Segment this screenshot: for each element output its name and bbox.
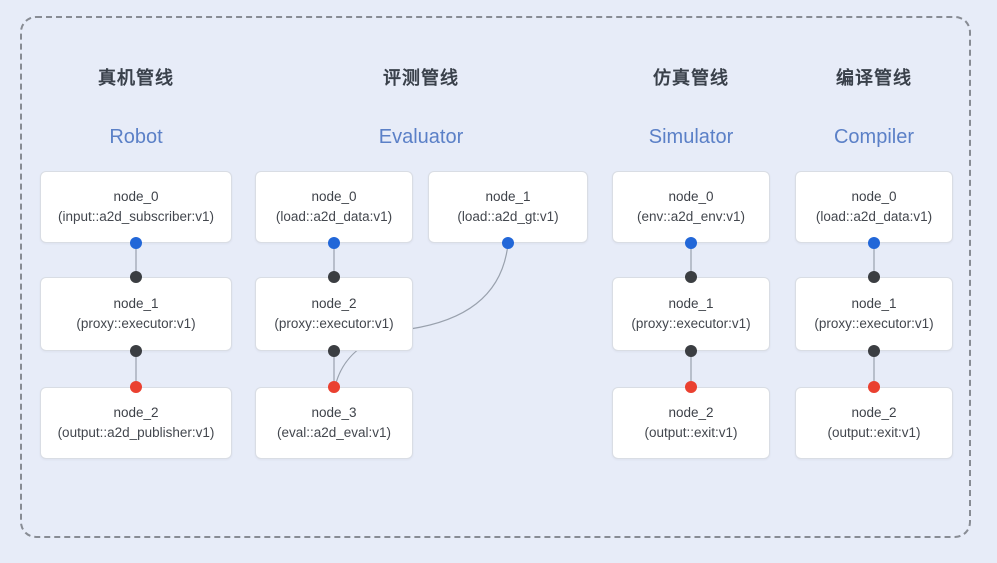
- port-dot-red: [328, 381, 340, 393]
- node-impl: (env::a2d_env:v1): [636, 209, 746, 224]
- node-impl: (output::exit:v1): [827, 425, 921, 440]
- node-name: node_0: [851, 189, 897, 204]
- diagram-dashed-frame: [20, 16, 971, 538]
- node-box-robot-node1: node_1 (proxy::executor:v1): [40, 277, 232, 351]
- node-impl: (proxy::executor:v1): [76, 316, 196, 331]
- port-dot-red: [685, 381, 697, 393]
- port-dot-black: [685, 345, 697, 357]
- pipeline-title-evaluator-en: Evaluator: [378, 126, 464, 148]
- node-box-simulator-node2: node_2 (output::exit:v1): [612, 387, 770, 459]
- node-impl: (eval::a2d_eval:v1): [276, 425, 392, 440]
- pipeline-title-robot-en: Robot: [109, 126, 163, 148]
- port-dot-blue: [502, 237, 514, 249]
- node-name: node_2: [668, 405, 714, 420]
- pipeline-title-robot-zh: 真机管线: [98, 68, 174, 88]
- port-dot-blue: [328, 237, 340, 249]
- node-box-evaluator-node0: node_0 (load::a2d_data:v1): [255, 171, 413, 243]
- node-box-evaluator-node3: node_3 (eval::a2d_eval:v1): [255, 387, 413, 459]
- port-dot-black: [328, 345, 340, 357]
- node-impl: (output::a2d_publisher:v1): [57, 425, 215, 440]
- node-impl: (proxy::executor:v1): [814, 316, 934, 331]
- node-impl: (load::a2d_data:v1): [275, 209, 393, 224]
- node-box-evaluator-node1: node_1 (load::a2d_gt:v1): [428, 171, 588, 243]
- node-box-simulator-node0: node_0 (env::a2d_env:v1): [612, 171, 770, 243]
- node-impl: (load::a2d_data:v1): [815, 209, 933, 224]
- node-box-robot-node0: node_0 (input::a2d_subscriber:v1): [40, 171, 232, 243]
- node-name: node_0: [668, 189, 714, 204]
- port-dot-red: [868, 381, 880, 393]
- node-name: node_1: [668, 296, 714, 311]
- node-name: node_2: [113, 405, 159, 420]
- node-name: node_0: [113, 189, 159, 204]
- node-name: node_1: [485, 189, 531, 204]
- node-name: node_1: [851, 296, 897, 311]
- node-box-evaluator-node2: node_2 (proxy::executor:v1): [255, 277, 413, 351]
- port-dot-blue: [685, 237, 697, 249]
- node-impl: (proxy::executor:v1): [631, 316, 751, 331]
- node-impl: (input::a2d_subscriber:v1): [57, 209, 215, 224]
- node-box-simulator-node1: node_1 (proxy::executor:v1): [612, 277, 770, 351]
- port-dot-blue: [868, 237, 880, 249]
- node-box-robot-node2: node_2 (output::a2d_publisher:v1): [40, 387, 232, 459]
- node-name: node_3: [311, 405, 357, 420]
- node-name: node_1: [113, 296, 159, 311]
- pipeline-title-evaluator-zh: 评测管线: [383, 68, 459, 88]
- port-dot-blue: [130, 237, 142, 249]
- port-dot-black: [130, 271, 142, 283]
- node-impl: (output::exit:v1): [644, 425, 738, 440]
- node-box-compiler-node2: node_2 (output::exit:v1): [795, 387, 953, 459]
- pipeline-title-simulator-zh: 仿真管线: [653, 68, 729, 88]
- port-dot-black: [685, 271, 697, 283]
- node-impl: (proxy::executor:v1): [274, 316, 394, 331]
- pipeline-title-compiler-en: Compiler: [833, 126, 915, 148]
- node-box-compiler-node0: node_0 (load::a2d_data:v1): [795, 171, 953, 243]
- port-dot-black: [328, 271, 340, 283]
- port-dot-black: [868, 271, 880, 283]
- port-dot-red: [130, 381, 142, 393]
- node-name: node_2: [851, 405, 897, 420]
- pipeline-title-compiler-zh: 编译管线: [836, 68, 912, 88]
- node-name: node_2: [311, 296, 357, 311]
- port-dot-black: [868, 345, 880, 357]
- port-dot-black: [130, 345, 142, 357]
- node-impl: (load::a2d_gt:v1): [457, 209, 559, 224]
- node-box-compiler-node1: node_1 (proxy::executor:v1): [795, 277, 953, 351]
- pipeline-title-simulator-en: Simulator: [648, 126, 734, 148]
- node-name: node_0: [311, 189, 357, 204]
